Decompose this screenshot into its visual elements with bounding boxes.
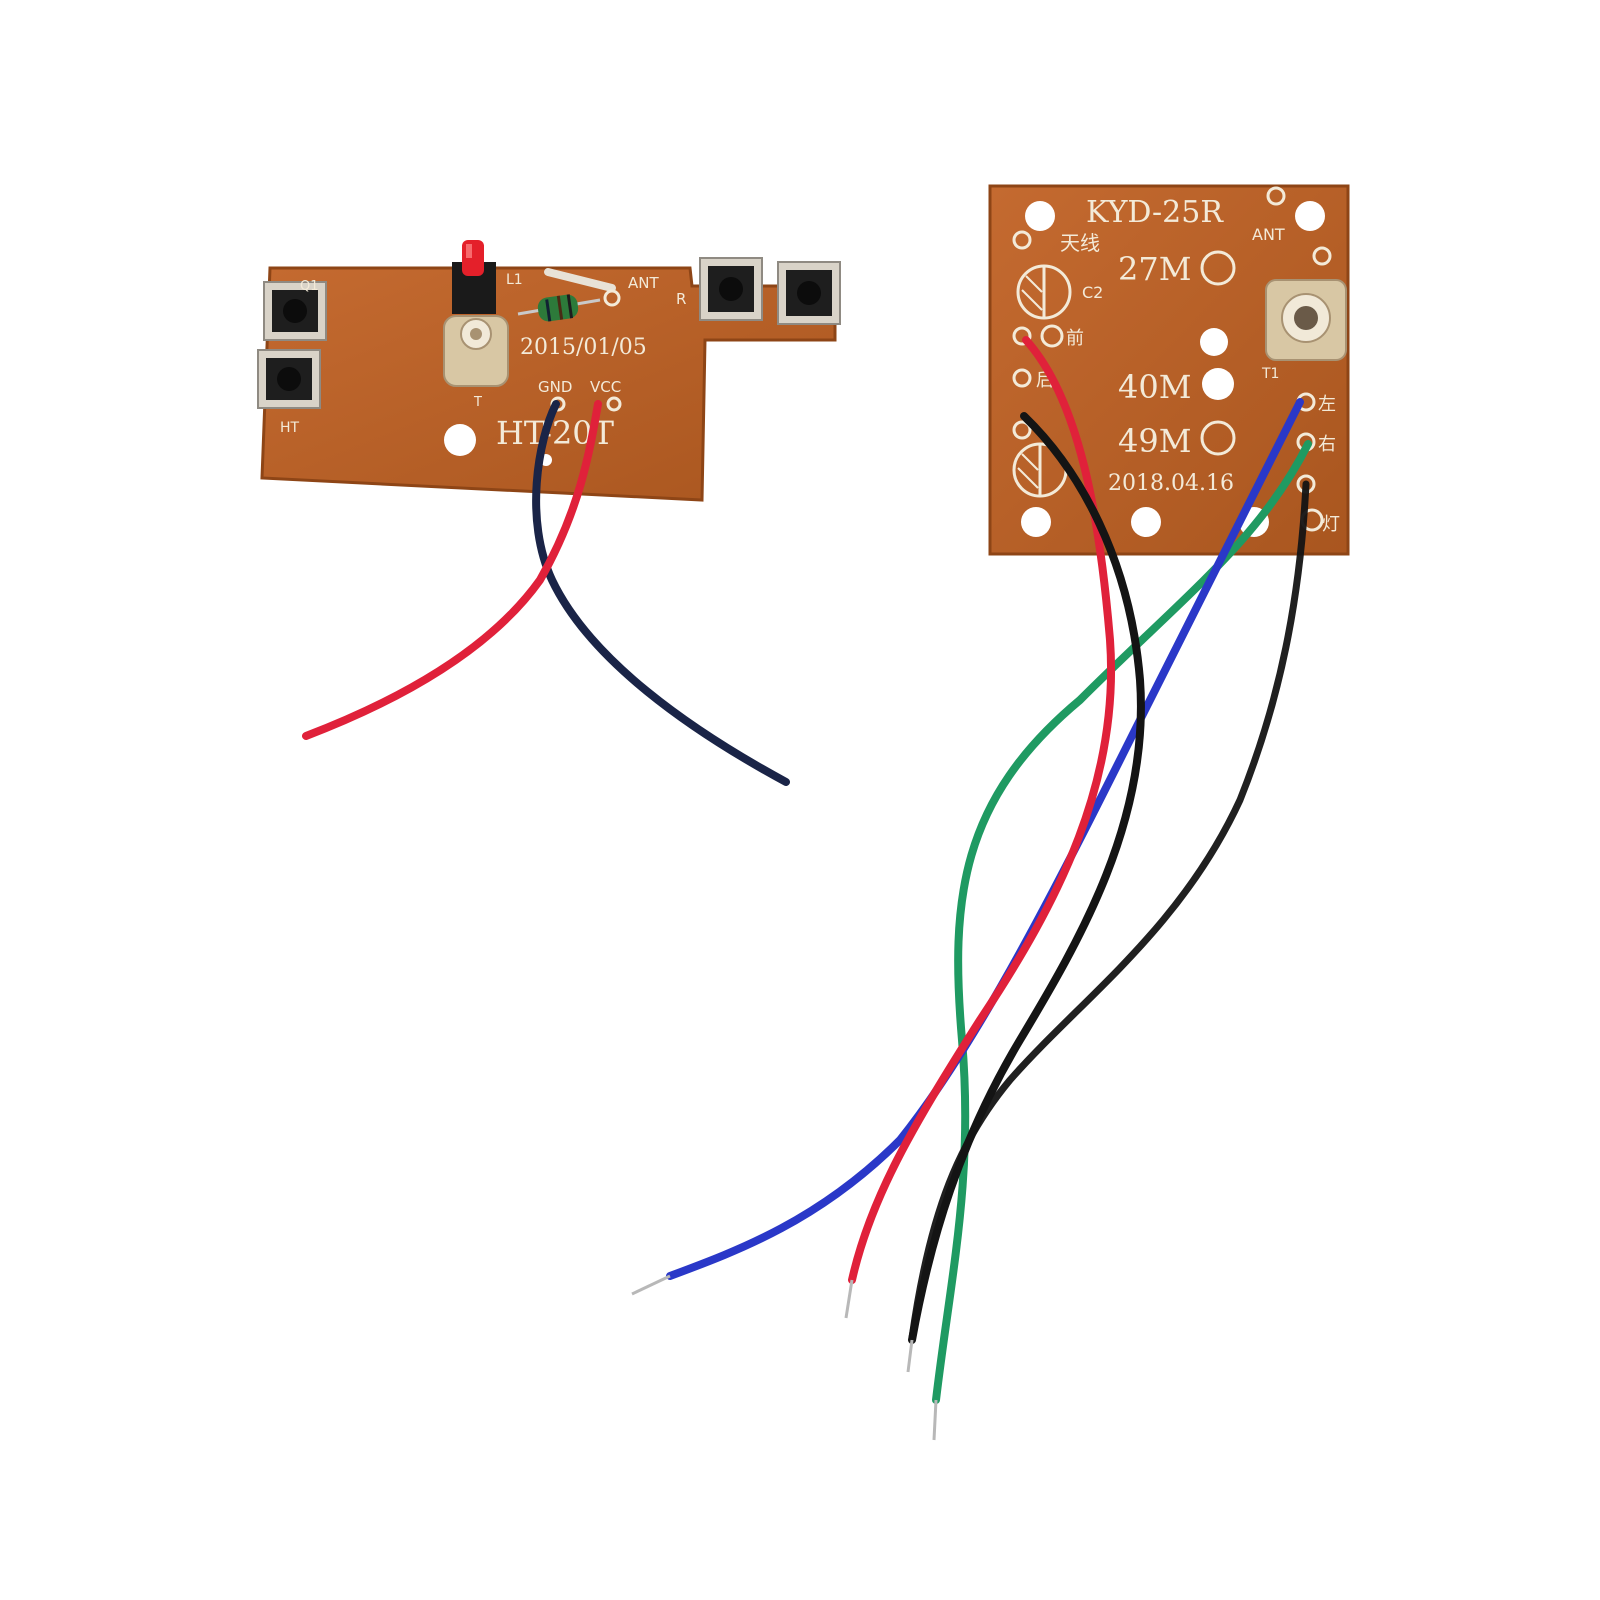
tactile-button-right-2 <box>777 261 841 325</box>
tx-vcc-label: VCC <box>590 378 621 396</box>
rx-t1-label: T1 <box>1261 366 1279 382</box>
variable-coil <box>443 315 509 387</box>
tactile-button-q1 <box>263 281 327 341</box>
tx-corner-label: Q1 <box>300 279 319 294</box>
receiver-hole-tl <box>1025 201 1055 231</box>
receiver-hole-tr <box>1295 201 1325 231</box>
rx-right-cn: 右 <box>1318 434 1336 455</box>
red-wire-tip <box>844 1279 854 1319</box>
green-inductor <box>517 294 601 322</box>
rx-ant-label: ANT <box>1252 225 1285 244</box>
transmitter-mount-hole <box>444 424 476 456</box>
green-wire-tip <box>932 1399 938 1441</box>
red-led <box>452 240 496 314</box>
tx-l1-label: L1 <box>506 272 523 288</box>
rx-freq-49: 49M <box>1118 422 1191 460</box>
receiver-board: KYD-25R ANT 天线 C2 27M 40M 49M 2018.04.16… <box>631 184 1350 1441</box>
tx-gnd-label: GND <box>538 378 572 396</box>
tactile-button-right-1 <box>699 257 763 321</box>
tx-date-label: 2015/01/05 <box>520 335 647 360</box>
antenna-stub <box>544 268 616 292</box>
rx-c2-label: C2 <box>1082 283 1103 302</box>
tx-ht-label: HT <box>280 420 300 436</box>
cap-footprint-c2 <box>1016 264 1072 320</box>
transmitter-pcb <box>260 266 837 502</box>
rx-left-cn: 左 <box>1318 394 1336 415</box>
rx-date-label: 2018.04.16 <box>1108 471 1234 496</box>
receiver-hole-bl <box>1021 507 1051 537</box>
rx-freq-27: 27M <box>1118 250 1191 288</box>
tactile-button-ht <box>257 349 321 409</box>
receiver-coil-t1 <box>1265 279 1347 361</box>
vcc-wire <box>302 400 602 740</box>
tx-t-label: T <box>473 395 482 410</box>
rx-light-cn: 灯 <box>1322 514 1340 535</box>
rx-forward-cn: 前 <box>1066 328 1084 349</box>
black-wire-tip <box>906 1339 914 1373</box>
rx-model-label: KYD-25R <box>1086 195 1224 230</box>
receiver-hole-bm <box>1131 507 1161 537</box>
rx-antenna-cn: 天线 <box>1060 231 1100 255</box>
red-wire-rx <box>848 336 1115 1284</box>
gnd-wire <box>532 400 790 786</box>
black-wire-2 <box>908 480 1310 1342</box>
rx-freq-40: 40M <box>1118 368 1191 406</box>
transmitter-board: L1 ANT R Q1 2015/01/05 T GND VCC HT-20T … <box>257 240 841 786</box>
tx-ant-label: ANT <box>628 274 659 292</box>
tx-r-label: R <box>676 290 686 308</box>
blue-wire-tip <box>631 1274 671 1296</box>
